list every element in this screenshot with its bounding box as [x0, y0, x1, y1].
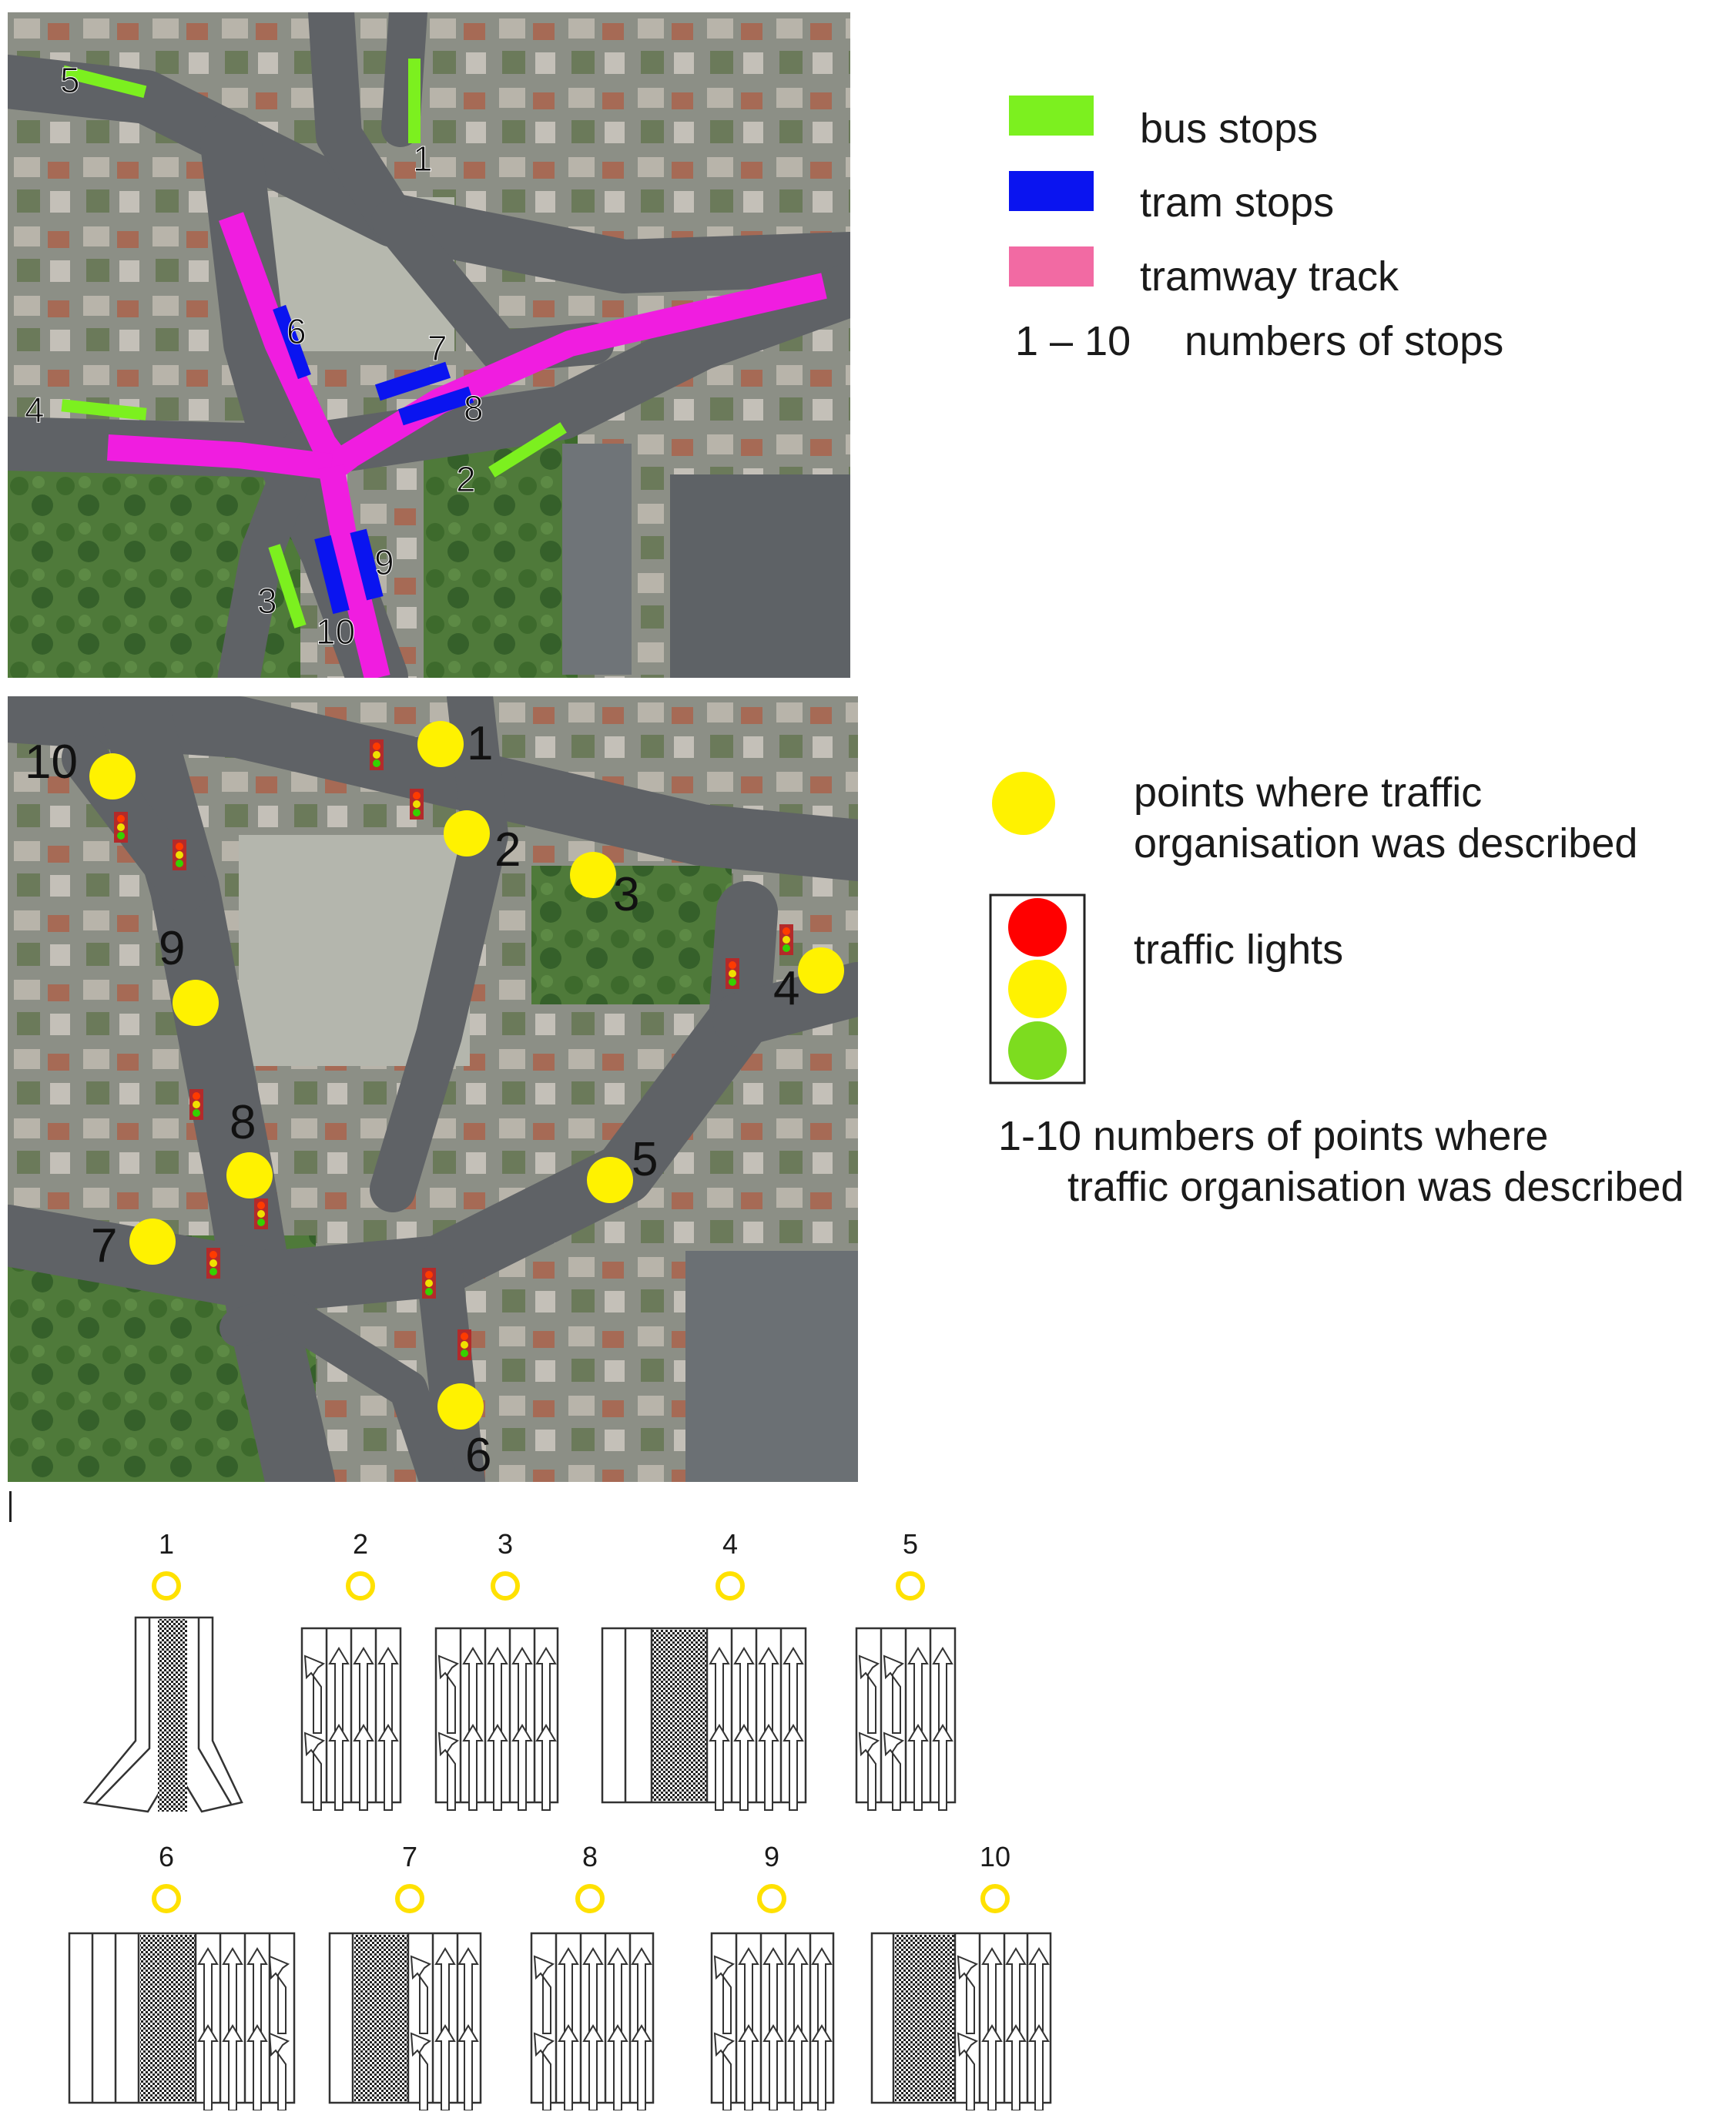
stop-number-4: 4 [25, 390, 45, 430]
tram-stop-markers [273, 304, 474, 615]
observation-points [89, 721, 844, 1430]
panel-number-4: 4 [722, 1528, 739, 1560]
panel-number-7: 7 [401, 1841, 418, 1872]
point-number-7: 7 [91, 1219, 117, 1272]
bus-stop-4 [61, 399, 147, 421]
tramway-track [107, 212, 827, 678]
point-4 [798, 947, 844, 994]
point-number-10: 10 [25, 736, 78, 789]
panel-point-10 [980, 1884, 1010, 1913]
tram-stop-7 [374, 361, 451, 401]
stop-number-10: 10 [316, 612, 355, 652]
panel-point-7 [395, 1884, 424, 1913]
stop-number-5: 5 [60, 60, 80, 100]
panel-point-6 [152, 1884, 181, 1913]
point-number-5: 5 [632, 1133, 658, 1186]
bus-stop-3 [268, 544, 307, 629]
stops-map: 5 1 4 2 3 6 7 8 9 10 [8, 12, 850, 678]
panel-number-5: 5 [902, 1528, 919, 1560]
point-2 [444, 810, 490, 857]
legend-points-label: points where traffic organisation was de… [1134, 769, 1638, 867]
point-3 [570, 852, 616, 898]
panel-point-9 [757, 1884, 786, 1913]
legend-numbers-label: 1-10 numbers of points where traffic org… [998, 1113, 1684, 1210]
panel-number-8: 8 [581, 1841, 598, 1872]
legend-range-text: numbers of stops [1185, 318, 1504, 364]
legend-label-tram: tram stops [1140, 179, 1335, 226]
point-6 [437, 1383, 484, 1430]
legend-lights-label: traffic lights [1134, 927, 1344, 973]
traffic-points-map-image: 1 2 3 4 5 6 7 8 9 10 [8, 696, 858, 1482]
stop-number-6: 6 [287, 311, 307, 351]
panel-point-3 [491, 1571, 520, 1601]
lane-panel-2 [300, 1627, 402, 1812]
point-number-2: 2 [494, 823, 521, 877]
point-number-9: 9 [159, 922, 185, 975]
traffic-light-legend-icon [989, 893, 1086, 1084]
point-number-3: 3 [613, 868, 639, 921]
point-10 [89, 753, 136, 800]
stop-number-7: 7 [427, 328, 447, 368]
tram-stop-8 [397, 386, 474, 426]
traffic-points-map: 1 2 3 4 5 6 7 8 9 10 [8, 696, 858, 1482]
corner-mark [9, 1491, 12, 1522]
stop-number-2: 2 [456, 459, 476, 499]
bus-stop-1 [408, 59, 421, 143]
lane-panel-1 [82, 1616, 243, 1813]
panel-point-5 [896, 1571, 925, 1601]
lane-panel-9 [710, 1932, 835, 2110]
stop-number-9: 9 [374, 542, 394, 582]
panel-number-3: 3 [497, 1528, 514, 1560]
lane-panel-3 [434, 1627, 559, 1812]
stops-map-image: 5 1 4 2 3 6 7 8 9 10 [8, 12, 850, 678]
legend-point-icon [992, 772, 1055, 835]
point-number-1: 1 [467, 717, 493, 770]
panel-number-1: 1 [158, 1528, 175, 1560]
legend-label-track: tramway track [1140, 253, 1399, 300]
tram-stop-9 [350, 528, 384, 601]
panel-point-2 [346, 1571, 375, 1601]
bus-stop-5 [61, 65, 147, 99]
point-1 [417, 721, 464, 767]
panel-number-9: 9 [763, 1841, 780, 1872]
point-8 [226, 1152, 273, 1198]
traffic-light-markers [114, 739, 793, 1360]
lane-panel-10 [870, 1932, 1052, 2110]
panel-number-6: 6 [158, 1841, 175, 1872]
panel-point-8 [575, 1884, 605, 1913]
lane-panel-5 [855, 1627, 957, 1812]
legend-swatch-track [1009, 246, 1094, 287]
point-number-6: 6 [465, 1429, 491, 1482]
lane-diagrams [68, 1616, 1052, 2110]
legend-swatch-tram [1009, 171, 1094, 211]
panel-point-1 [152, 1571, 181, 1601]
bus-stop-markers [61, 59, 567, 629]
point-5 [587, 1157, 633, 1203]
lane-panel-4 [601, 1627, 807, 1812]
legend-swatch-bus [1009, 96, 1094, 136]
stop-number-8: 8 [464, 388, 484, 428]
lane-panel-8 [530, 1932, 655, 2110]
tram-stop-10 [314, 535, 350, 615]
bus-stop-2 [488, 422, 567, 478]
point-9 [173, 980, 219, 1026]
legend-range-label: 1 – 10 [1015, 318, 1131, 364]
panel-number-10: 10 [979, 1841, 1011, 1872]
panel-point-4 [716, 1571, 745, 1601]
tram-stop-6 [273, 304, 311, 380]
point-number-8: 8 [230, 1096, 256, 1149]
point-number-4: 4 [773, 962, 799, 1015]
panel-number-2: 2 [352, 1528, 369, 1560]
stop-number-3: 3 [257, 581, 277, 621]
legend-label-bus: bus stops [1140, 106, 1319, 152]
point-7 [129, 1219, 176, 1265]
stop-number-1: 1 [413, 139, 433, 179]
lane-panel-6 [68, 1932, 296, 2110]
lane-panel-7 [328, 1932, 482, 2110]
